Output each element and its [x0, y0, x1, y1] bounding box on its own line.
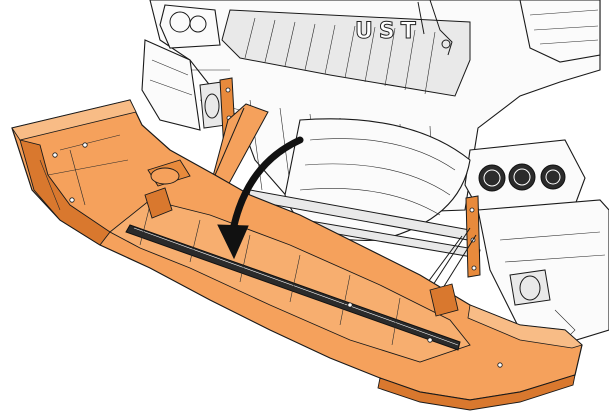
tray-rear-rim	[11, 99, 137, 141]
emblem-text: UST	[355, 19, 422, 44]
right-light-cluster	[464, 0, 601, 213]
mounting-brackets	[205, 77, 481, 321]
tray-right-rim	[467, 304, 583, 349]
tray-hinges	[144, 159, 459, 317]
tray-front-lip	[377, 374, 576, 411]
top-hitch	[417, 0, 453, 56]
tray-fasteners	[52, 142, 503, 368]
under-components	[247, 118, 481, 259]
folding-step-tray	[11, 99, 583, 411]
curved-down-arrow-icon	[217, 136, 304, 260]
left-light-cluster	[141, 4, 221, 131]
right-lower-fender	[477, 199, 609, 346]
grille-ribs	[244, 17, 436, 95]
tray-ribs	[39, 134, 401, 346]
grille-band	[221, 9, 471, 97]
vehicle-front-body: UST	[141, 0, 609, 346]
right-bracket-plate	[465, 195, 481, 278]
